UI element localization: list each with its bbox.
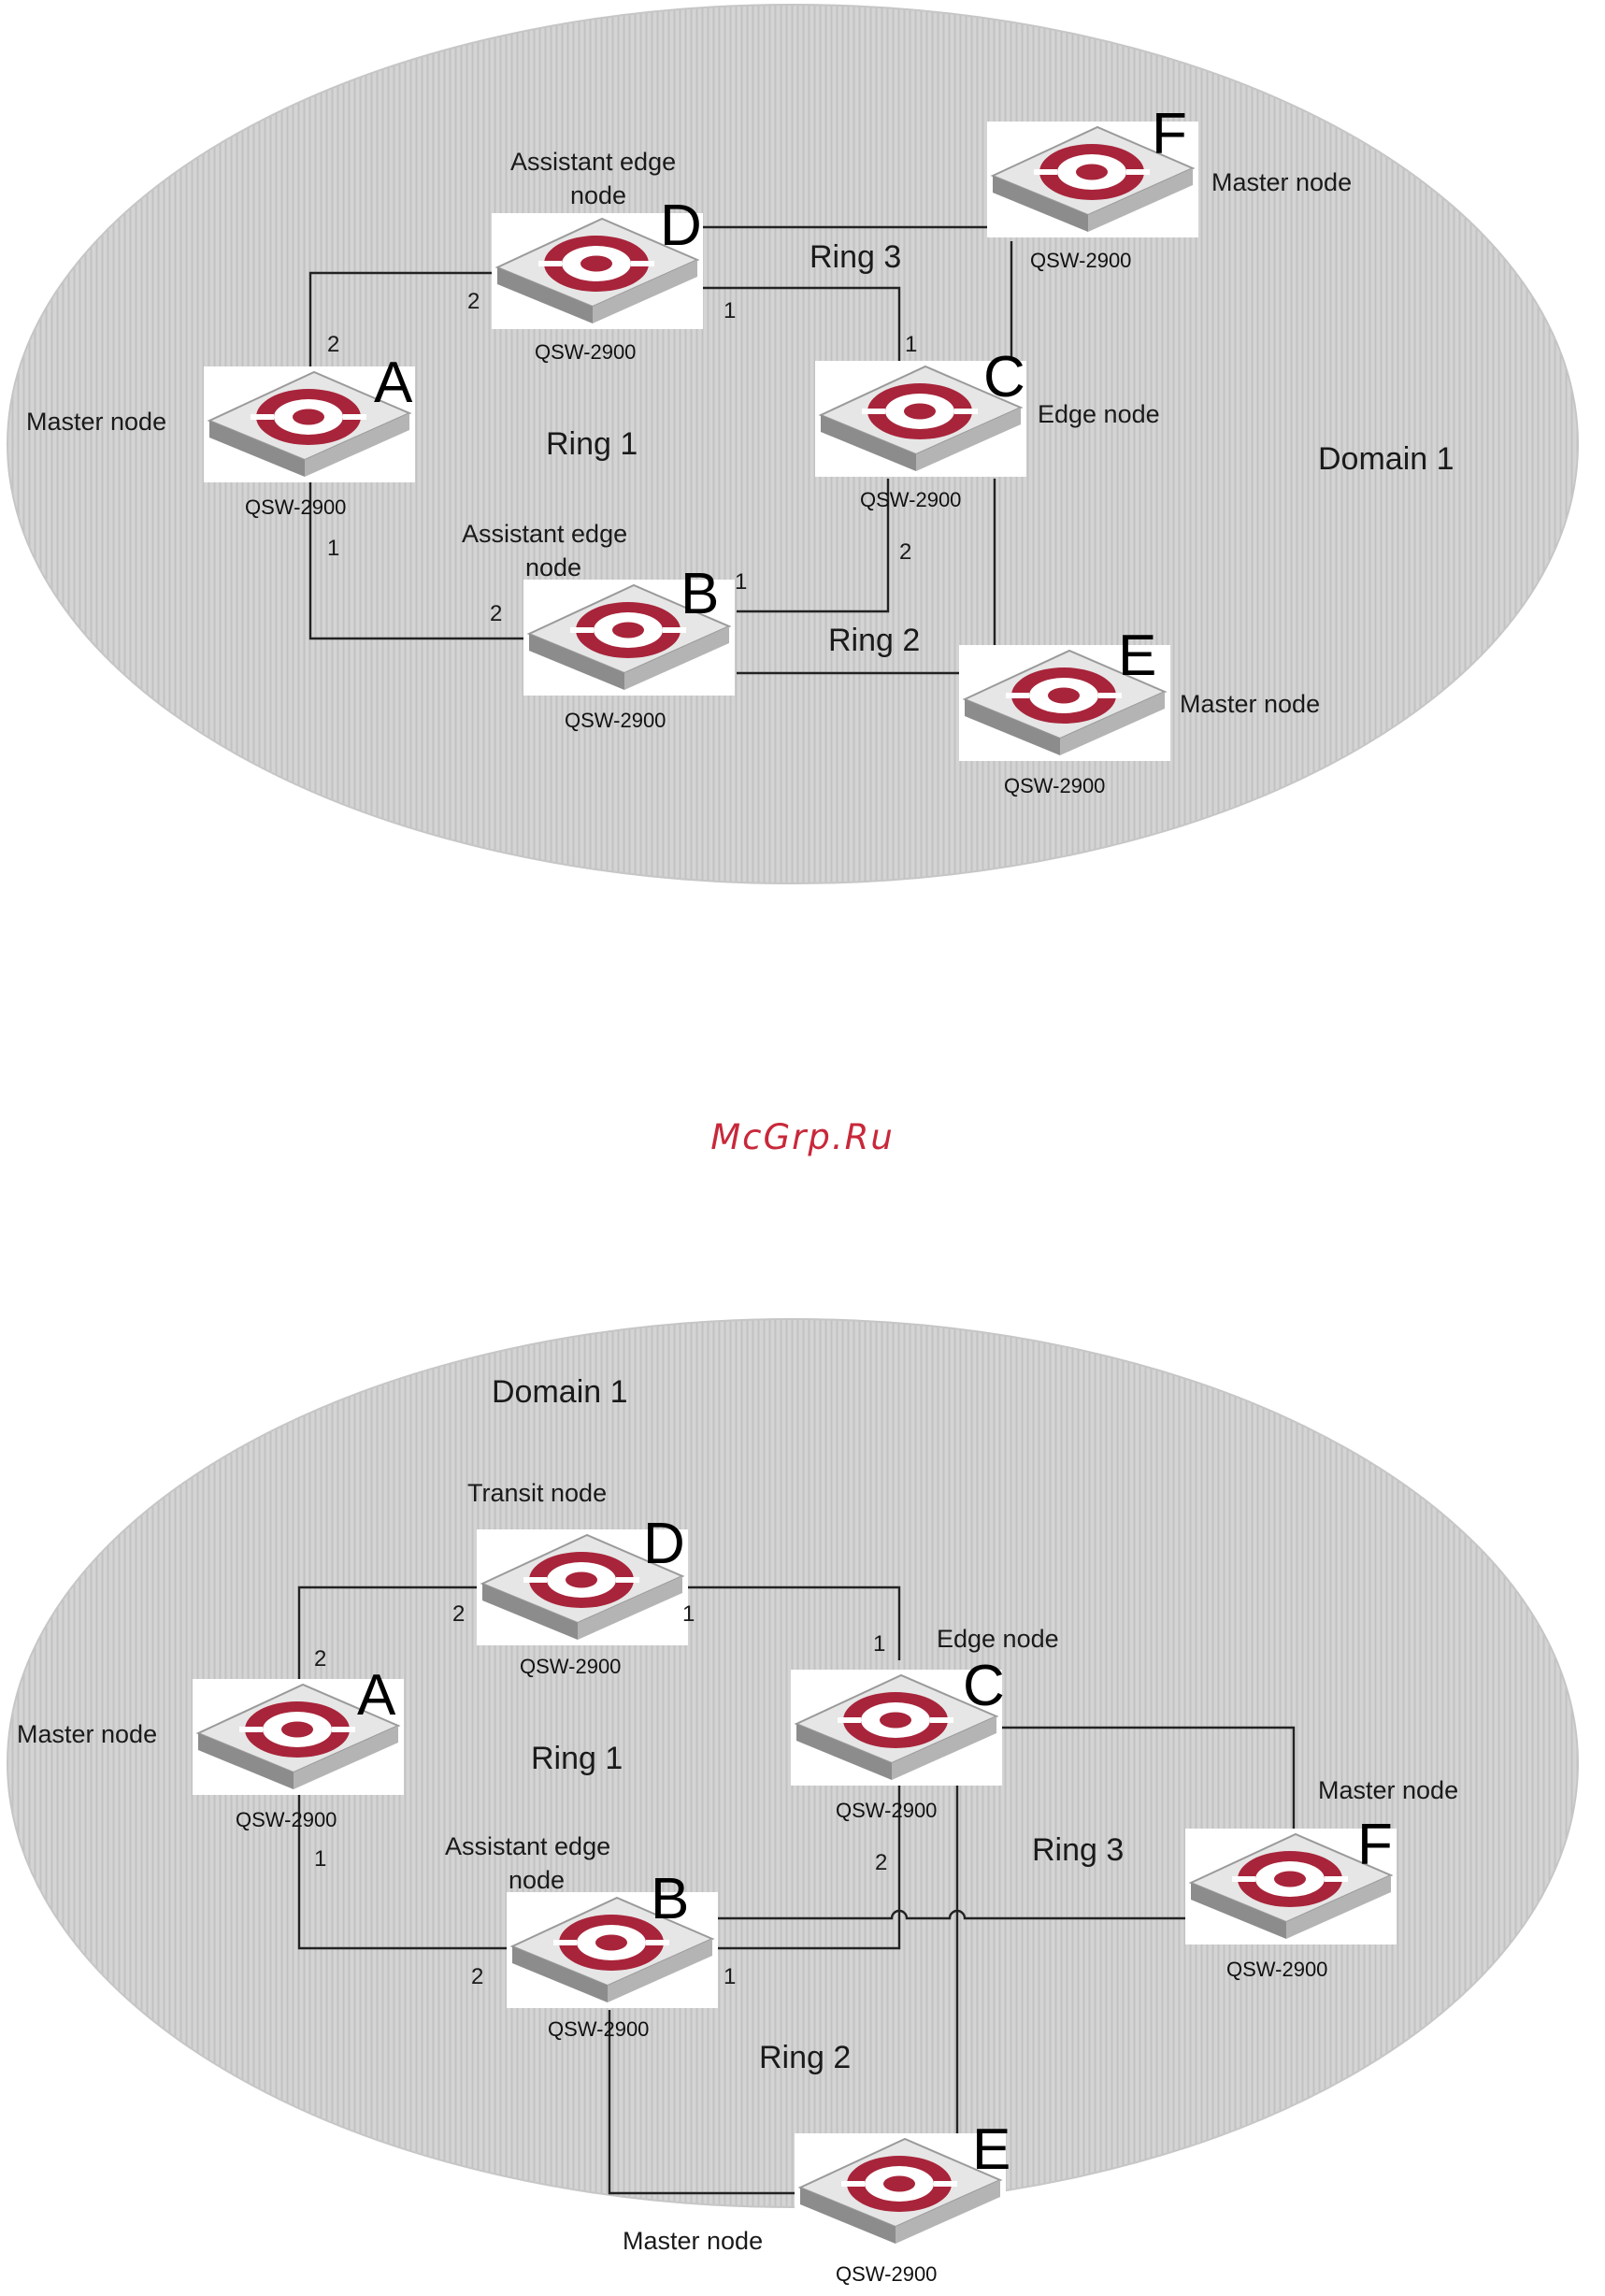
role-b-line2: node [525, 553, 581, 581]
links [297, 1586, 1296, 2195]
ring-label: Ring 1 [531, 1741, 623, 1776]
port-label: 2 [471, 1964, 483, 1989]
role-c: Edge node [1038, 400, 1160, 428]
port-label: 1 [873, 1631, 885, 1657]
port-label: 2 [314, 1646, 326, 1672]
port-label: 2 [452, 1601, 465, 1627]
role-e: Master node [1180, 690, 1320, 718]
ring-label: Ring 1 [546, 426, 638, 462]
role-b-line2: node [509, 1866, 565, 1894]
link-a-b [297, 1795, 509, 1950]
node-letter-f: F [1357, 1813, 1393, 1877]
model-f: QSW-2900 [1030, 249, 1131, 272]
node-letter-d: D [660, 194, 702, 258]
node-letter-b: B [651, 1867, 689, 1931]
diagram-top: A D F C B E Master node Assistant edge n… [7, 4, 1579, 884]
model-b: QSW-2900 [565, 709, 666, 732]
role-d: Transit node [467, 1479, 607, 1507]
role-d-line1: Assistant edge [510, 148, 676, 176]
model-d: QSW-2900 [520, 1655, 621, 1678]
model-e: QSW-2900 [1004, 774, 1105, 797]
port-label: 1 [327, 536, 339, 561]
node-letter-a: A [374, 351, 413, 415]
link-a-d [308, 271, 494, 366]
port-label: 1 [682, 1601, 695, 1627]
model-b: QSW-2900 [548, 2017, 649, 2041]
node-letter-e: E [972, 2117, 1010, 2182]
port-label: 2 [899, 539, 911, 565]
port-label: 1 [314, 1846, 326, 1872]
role-e: Master node [623, 2227, 763, 2255]
port-label: 2 [467, 289, 480, 314]
port-label: 2 [327, 332, 339, 357]
ring-label: Ring 2 [828, 623, 920, 658]
model-c: QSW-2900 [836, 1799, 937, 1822]
link-b-c [718, 1786, 901, 1950]
link-b-c [737, 479, 890, 613]
links [308, 225, 1013, 675]
domain-label: Domain 1 [1318, 441, 1455, 477]
node-letter-b: B [681, 562, 719, 626]
role-f: Master node [1211, 168, 1352, 196]
node-letter-a: A [357, 1663, 396, 1728]
port-label: 1 [735, 569, 747, 595]
port-label: 1 [724, 298, 736, 323]
role-b-line1: Assistant edge [462, 520, 627, 548]
model-f: QSW-2900 [1226, 1958, 1327, 1981]
link-b-e [608, 2010, 796, 2195]
node-letter-c: C [983, 345, 1025, 409]
link-d-c [688, 1586, 901, 1660]
link-a-d [297, 1586, 479, 1679]
domain-label: Domain 1 [492, 1374, 628, 1410]
role-d-line2: node [570, 181, 626, 209]
ring-label: Ring 3 [1032, 1832, 1124, 1868]
model-a: QSW-2900 [245, 495, 346, 519]
port-label: 1 [905, 332, 917, 357]
model-e: QSW-2900 [836, 2262, 937, 2286]
role-b-line1: Assistant edge [445, 1832, 610, 1860]
link-a-b [308, 481, 525, 640]
model-a: QSW-2900 [236, 1808, 337, 1831]
node-letter-f: F [1152, 102, 1187, 166]
port-label: 2 [875, 1850, 887, 1875]
link-c-f [1000, 1726, 1296, 1830]
role-a: Master node [17, 1720, 157, 1748]
node-letter-d: D [643, 1512, 685, 1576]
node-letter-c: C [963, 1654, 1005, 1718]
ring-label: Ring 3 [810, 239, 901, 275]
model-d: QSW-2900 [535, 340, 636, 364]
link-d-c [703, 286, 901, 366]
port-label: 1 [724, 1964, 736, 1989]
role-f: Master node [1318, 1776, 1458, 1804]
role-a: Master node [26, 408, 166, 436]
link-b-f [718, 1909, 1187, 1920]
ring-label: Ring 2 [759, 2040, 851, 2075]
diagram-bottom: A D C F B E Master node Transit node Edg… [7, 1318, 1579, 2286]
node-letter-e: E [1118, 624, 1156, 688]
watermark-text: McGrp.Ru [710, 1117, 895, 1157]
role-c: Edge node [937, 1625, 1059, 1653]
model-c: QSW-2900 [860, 488, 961, 511]
port-label: 2 [490, 601, 502, 626]
